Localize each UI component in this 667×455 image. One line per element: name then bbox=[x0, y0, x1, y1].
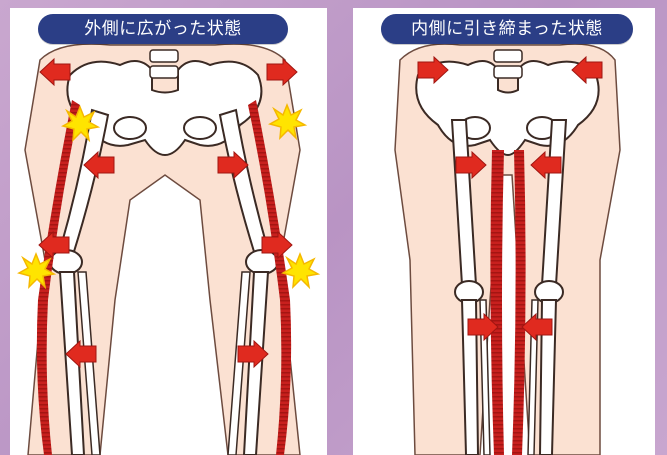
title-spread-outward: 外側に広がった状態 bbox=[38, 14, 288, 44]
pain-star-icon bbox=[283, 254, 318, 287]
title-tightened-inward: 内側に引き締まった状態 bbox=[381, 14, 633, 44]
right-figure bbox=[395, 44, 620, 455]
left-figure bbox=[19, 44, 318, 455]
